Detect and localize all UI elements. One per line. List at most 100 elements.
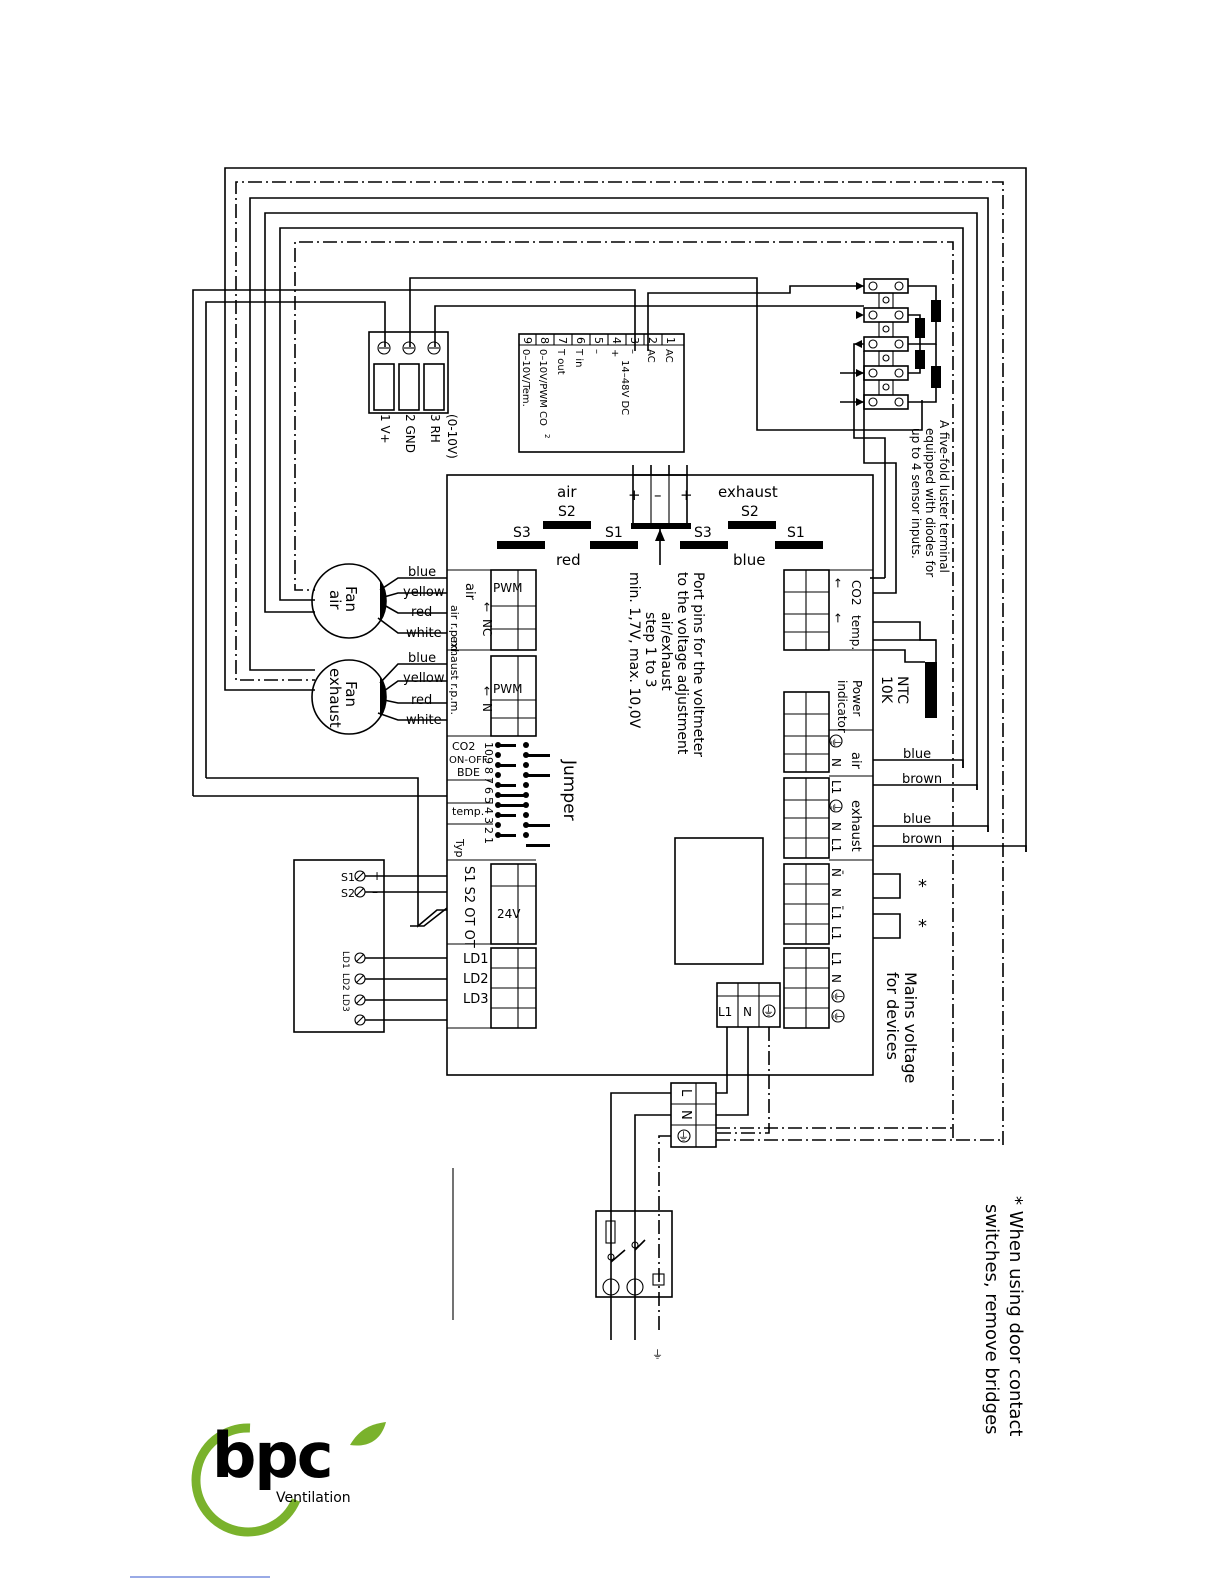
- co2-pin-3-label: –: [627, 349, 638, 354]
- bridge-star-2: *: [918, 916, 927, 937]
- sensor-pin-v: 1 V+: [378, 414, 392, 444]
- co2-sub: 2: [543, 434, 551, 438]
- exhaust-s3: S3: [694, 525, 712, 541]
- air-s2: S2: [558, 504, 576, 520]
- fan-air-block: PWM air ← NC air r.p.m.: [447, 569, 537, 655]
- co2-pin-7-label: T out: [555, 348, 566, 375]
- air-label: air: [462, 583, 477, 601]
- fan-exhaust-name-1: Fan: [342, 681, 360, 707]
- co2-pin-8: 8: [538, 337, 551, 344]
- luster-note-2: equipped with diodes for: [923, 428, 937, 577]
- exhaust-n: N: [480, 703, 494, 712]
- port-note-5: min. 1,7V, max. 10,0V: [626, 572, 642, 729]
- logo-word: bpc: [212, 1419, 332, 1492]
- power-indicator-1: Power: [850, 680, 864, 716]
- co2-pin-2-label: AC: [645, 349, 656, 363]
- mains-label-1: Mains voltage: [901, 972, 920, 1083]
- remote-panel: S1 S2 + – LD1 LD2 LD3: [193, 777, 448, 1033]
- air-nc: NC: [480, 619, 494, 636]
- board-ld3: LD3: [463, 992, 489, 1007]
- fan-air-wire-red: red: [411, 605, 432, 620]
- voltage-plus-1: +: [628, 486, 641, 504]
- jumper-num-7: 7: [482, 777, 495, 784]
- air-arrow: ←: [480, 602, 494, 612]
- jumper-group-typ: Typ: [453, 838, 466, 858]
- co2-pin-9-label: 0–10V/Tem.: [520, 349, 531, 407]
- temp-port-label: temp.: [849, 615, 863, 650]
- jumper-num-6: 6: [482, 787, 495, 794]
- exhaust-rpm: exhaust r.p.m.: [448, 636, 461, 715]
- power-indicator-2: indicator: [835, 680, 849, 733]
- house-terminal-pe: ⏚: [678, 1130, 689, 1143]
- port-note: Port pins for the voltmeter to the volta…: [626, 572, 706, 757]
- exhaust-pe: ⏚: [829, 802, 842, 813]
- bridge-star-1: *: [918, 876, 927, 897]
- bridge-l1: L1: [829, 926, 843, 940]
- mains-n: N: [829, 974, 843, 983]
- jumper-num-2: 2: [482, 827, 495, 834]
- jumper-num-4: 4: [482, 807, 495, 814]
- ntc-label-2: 10K: [878, 676, 894, 704]
- luster-terminal: A five-fold luster terminal equipped wit…: [840, 278, 951, 579]
- wire-color-blue-1: blue: [903, 747, 931, 762]
- air-pe: ⏚: [829, 737, 842, 748]
- voltage-air: air: [557, 483, 577, 501]
- fan-air-pwm: PWM: [493, 581, 522, 595]
- port-note-1: Port pins for the voltmeter: [690, 572, 706, 757]
- co2-pin-8-label: 0–10V/PWM CO: [537, 349, 548, 426]
- fan-air: Fan air blue yellow red white: [311, 563, 447, 641]
- fan-air-wire-white: white: [406, 626, 442, 641]
- sensor-range: (0-10V): [445, 414, 459, 459]
- jumper-num-5: 5: [482, 797, 495, 804]
- board-mains-terminal: L1 N ⏚: [716, 982, 781, 1134]
- air-l1: L1: [829, 780, 843, 794]
- footnote-2: switches, remove bridges: [981, 1204, 1002, 1435]
- co2-port-arrow: ←: [831, 578, 845, 588]
- fan-air-wire-yellow: yellow: [403, 585, 445, 600]
- board-ld2: LD2: [463, 972, 489, 987]
- exhaust-blue: blue: [733, 551, 765, 569]
- voltage-exhaust: exhaust: [718, 483, 778, 501]
- co2-pin-4: 4: [610, 337, 623, 344]
- sensor-pin-rh: 3 RH: [428, 414, 442, 443]
- co2-pin-2: 2: [646, 337, 659, 344]
- jumper-num-10: 10: [482, 742, 495, 756]
- bridge-l1bar: L̄1: [829, 906, 843, 921]
- bridge-n: N: [829, 888, 843, 897]
- exhaust-s2: S2: [741, 504, 759, 520]
- fan-exhaust-wire-yellow: yellow: [403, 671, 445, 686]
- mains-l1: L1: [829, 952, 843, 966]
- co2-pin-1: 1: [664, 337, 677, 344]
- co2-terminal: 9 0–10V/Tem. 8 0–10V/PWM CO 2 7 T out 6 …: [518, 333, 685, 453]
- board-terminal-n: N: [743, 1005, 752, 1019]
- exhaust-s1: S1: [787, 525, 805, 541]
- port-note-3: air/exhaust: [658, 612, 674, 691]
- bridge-nbar: N̄: [829, 868, 843, 877]
- remote-ld1: LD1: [340, 951, 350, 969]
- fan-exhaust-wire-white: white: [406, 713, 442, 728]
- mains-label-2: for devices: [883, 972, 902, 1060]
- board-terminal-l1: L1: [718, 1005, 732, 1019]
- jumper-num-3: 3: [482, 817, 495, 824]
- voltage-adjustment: air exhaust + – + S2 S3 S1 red S2 S3 S1 …: [497, 465, 823, 569]
- voltage-minus: –: [654, 486, 662, 504]
- wire-color-brown-1: brown: [902, 772, 942, 787]
- exhaust-l1: L1: [829, 838, 843, 852]
- co2-supply: 14–48V DC: [619, 360, 630, 415]
- co2-pin-6-label: T in: [573, 348, 584, 367]
- voltage-plus-2: +: [680, 486, 693, 504]
- co2-pin-9: 9: [521, 337, 534, 344]
- board-ld1: LD1: [463, 952, 489, 967]
- logo-sub: Ventilation: [276, 1490, 351, 1506]
- house-terminal-l: L: [678, 1089, 693, 1097]
- temp-port-arrow: ←: [831, 613, 845, 623]
- internal-module: [674, 837, 764, 965]
- jumper-group-bde: BDE: [457, 766, 480, 779]
- jumper-pins: [495, 742, 550, 847]
- remote-ld2: LD2: [340, 973, 350, 991]
- mains-pe-2: ⏚: [831, 1011, 844, 1022]
- house-terminal-n: N: [678, 1110, 693, 1120]
- fan-exhaust-pwm: PWM: [493, 682, 522, 696]
- air-rpm: air r.p.m.: [448, 605, 461, 655]
